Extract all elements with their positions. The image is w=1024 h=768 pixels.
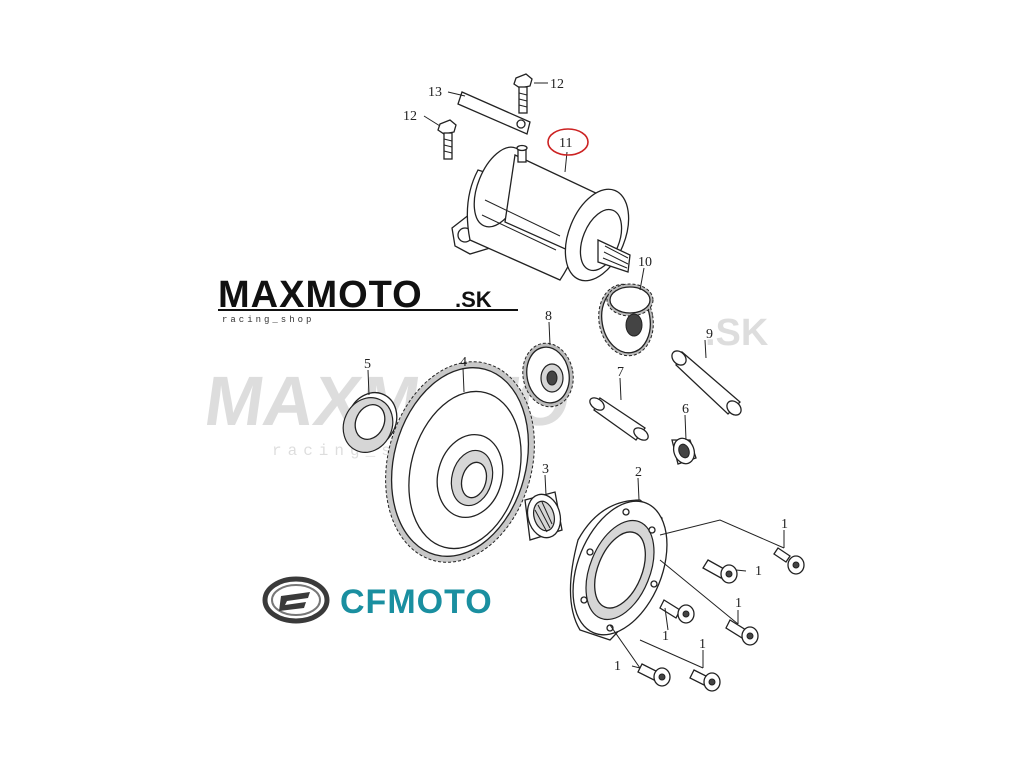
callout-1-d: 1: [662, 629, 669, 644]
callout-3: 3: [542, 462, 549, 477]
callouts: 13 12 12 11 10 9 8 7 6 5 4 3 2 1 1 1 1 1…: [364, 77, 788, 674]
callout-5: 5: [364, 357, 371, 372]
callout-10: 10: [638, 255, 652, 270]
bearing-3: [524, 491, 563, 541]
callout-6: 6: [682, 402, 689, 417]
callout-7: 7: [617, 365, 624, 380]
leader-lines: [367, 82, 785, 669]
bolt-1-d: [725, 619, 759, 646]
callout-1-c: 1: [735, 596, 742, 611]
callout-1-e: 1: [614, 659, 621, 674]
maxmoto-logo-suffix: .SK: [455, 287, 492, 312]
maxmoto-logo-underline: [218, 309, 518, 311]
maxmoto-logo: MAXMOTO .SK racing_shop: [218, 274, 518, 325]
ring-5: [342, 392, 398, 453]
callout-2: 2: [635, 465, 642, 480]
bolt-1-f: [689, 669, 721, 692]
cfmoto-wordmark: CFMOTO: [340, 583, 493, 621]
gear-4: [385, 361, 535, 563]
watermark-suffix: .SK: [705, 312, 769, 354]
pin-7: [589, 397, 649, 441]
gear-10: [598, 283, 654, 357]
bolt-1-e: [637, 663, 671, 687]
plate-13: [457, 91, 531, 135]
callout-1-b: 1: [755, 564, 762, 579]
gear-8: [522, 342, 574, 408]
cfmoto-emblem-icon: [262, 576, 330, 624]
bolt-1-a: [773, 547, 805, 575]
callout-11-highlight: [547, 128, 589, 156]
callout-4: 4: [460, 355, 467, 370]
maxmoto-logo-tagline: racing_shop: [222, 315, 314, 325]
bushing-6: [671, 437, 697, 465]
callout-1-f: 1: [699, 637, 706, 652]
cfmoto-logo: CFMOTO: [262, 576, 493, 624]
callout-12-a: 12: [550, 77, 564, 92]
starter-motor: [451, 144, 631, 282]
pin-9: [671, 350, 742, 416]
bolt-1-c: [659, 599, 695, 624]
bolt-12-a: [513, 73, 533, 114]
callout-12-b: 12: [403, 109, 417, 124]
callout-9: 9: [706, 327, 713, 342]
clutch-2: [569, 499, 668, 641]
callout-8: 8: [545, 309, 552, 324]
callout-13: 13: [428, 85, 442, 100]
bolts-1: [637, 547, 805, 692]
bolt-12-b: [437, 119, 457, 160]
callout-11: 11: [559, 136, 572, 151]
bolt-1-b: [702, 559, 738, 584]
callout-1-a: 1: [781, 517, 788, 532]
